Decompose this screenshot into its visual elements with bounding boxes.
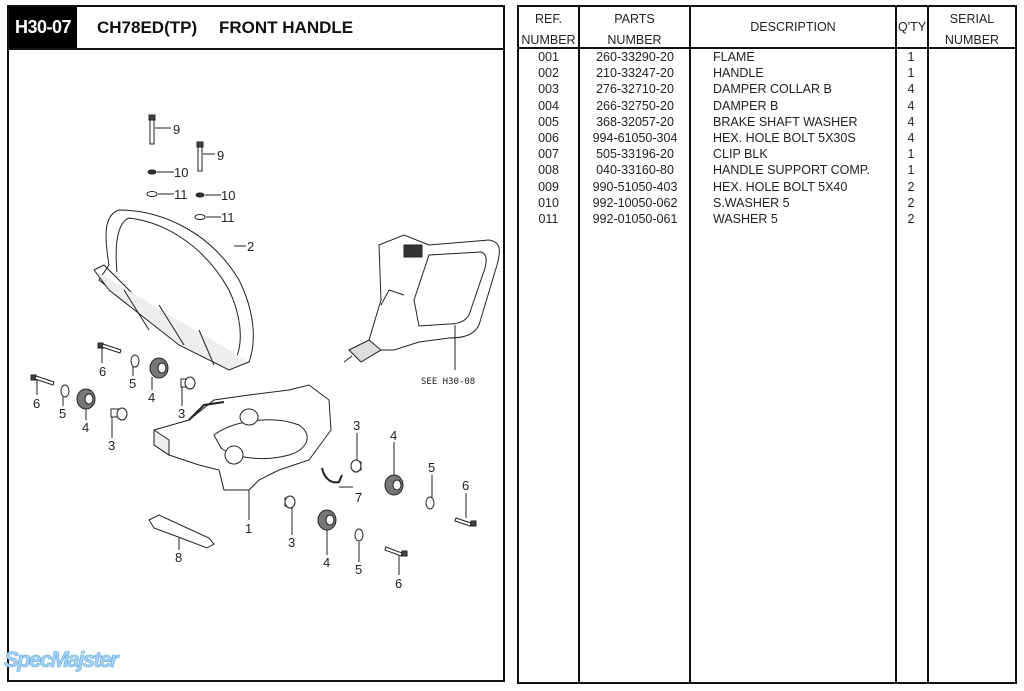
callout-4: 4 <box>323 555 330 570</box>
header-divider <box>519 47 1015 49</box>
watermark-logo: SpecMajster <box>4 647 119 673</box>
col-divider <box>895 7 897 682</box>
callout-8: 8 <box>175 550 182 565</box>
callout-4: 4 <box>148 390 155 405</box>
callout-6: 6 <box>462 478 469 493</box>
callout-5: 5 <box>428 460 435 475</box>
header-serial: SERIAL NUMBER <box>944 12 1000 47</box>
damper-4-d <box>317 509 337 531</box>
parts-table: REF. NUMBER PARTS NUMBER DESCRIPTION Q'T… <box>517 5 1017 684</box>
handle-support-assembly <box>343 234 500 363</box>
callout-5: 5 <box>129 376 136 391</box>
model-name: CH78ED(TP) <box>97 18 198 37</box>
header-description: DESCRIPTION <box>750 20 836 34</box>
callout-11: 11 <box>221 210 235 225</box>
callout-4: 4 <box>390 428 397 443</box>
header-qty: Q'TY <box>897 20 927 34</box>
swasher-10-a <box>147 169 157 175</box>
callout-labels: 9 9 10 11 10 11 2 SEE H30-08 6 5 4 3 6 5… <box>33 122 475 591</box>
callout-6: 6 <box>99 364 106 379</box>
callout-5: 5 <box>355 562 362 577</box>
callout-7: 7 <box>355 490 362 505</box>
frame-part <box>153 384 332 491</box>
callout-2: 2 <box>247 239 254 254</box>
callout-3: 3 <box>178 406 185 421</box>
handle-part <box>93 209 254 371</box>
callout-11: 11 <box>174 187 188 202</box>
bolt-6-c <box>454 517 477 527</box>
callout-3: 3 <box>108 438 115 453</box>
collar-3-c <box>350 459 362 473</box>
callout-10: 10 <box>221 188 235 203</box>
damper-4-c <box>384 474 404 496</box>
page-title: FRONT HANDLE <box>219 18 354 37</box>
col-divider <box>927 7 929 682</box>
damper-4-a <box>149 357 169 379</box>
see-reference: SEE H30-08 <box>421 377 475 387</box>
exploded-diagram: 9 9 10 11 10 11 2 SEE H30-08 6 5 4 3 6 5… <box>30 114 500 591</box>
header-ref: REF. NUMBER <box>521 12 576 47</box>
damper-4-b <box>76 388 96 410</box>
callout-5: 5 <box>59 406 66 421</box>
bolt-6-b <box>30 374 55 386</box>
callout-10: 10 <box>174 165 188 180</box>
bolt-9-b <box>196 141 204 172</box>
clip-7 <box>321 467 343 484</box>
diagram-panel: H30-07 CH78ED(TP) FRONT HANDLE <box>7 5 505 682</box>
callout-6: 6 <box>395 576 402 591</box>
collar-3-a <box>180 376 196 390</box>
callout-9: 9 <box>217 148 224 163</box>
title-bar: H30-07 CH78ED(TP) FRONT HANDLE <box>9 7 503 50</box>
page-code: H30-07 <box>9 7 77 48</box>
bolt-9-a <box>148 114 156 145</box>
header-parts: PARTS NUMBER <box>607 12 662 47</box>
callout-6: 6 <box>33 396 40 411</box>
collar-3-d <box>284 495 296 509</box>
col-divider <box>689 7 691 682</box>
collar-3-b <box>110 407 128 421</box>
bolt-6-a <box>97 342 122 354</box>
callout-1: 1 <box>245 521 252 536</box>
bolt-6-d <box>384 546 408 557</box>
callout-4: 4 <box>82 420 89 435</box>
callout-3: 3 <box>288 535 295 550</box>
support-plate-8 <box>148 514 215 549</box>
col-divider <box>578 7 580 682</box>
callout-3: 3 <box>353 418 360 433</box>
callout-9: 9 <box>173 122 180 137</box>
